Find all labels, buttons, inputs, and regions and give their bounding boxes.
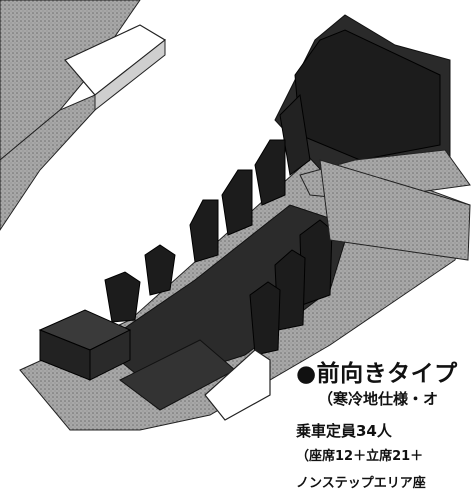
right-seat-row [249, 219, 333, 356]
right-side-step [204, 159, 471, 421]
passenger-capacity: 乗車定員34人 [296, 422, 392, 440]
left-wall-panel [0, 0, 167, 231]
left-seat-row [104, 139, 286, 323]
seat-breakdown: （座席12＋立席21＋ [296, 449, 424, 464]
nonstep-area-note: ノンステップエリア座 [296, 476, 426, 491]
spec-note: （寒冷地仕様・オ [318, 390, 439, 408]
layout-type-heading: ●前向きタイプ [296, 361, 458, 387]
front-luggage-box [38, 309, 132, 381]
